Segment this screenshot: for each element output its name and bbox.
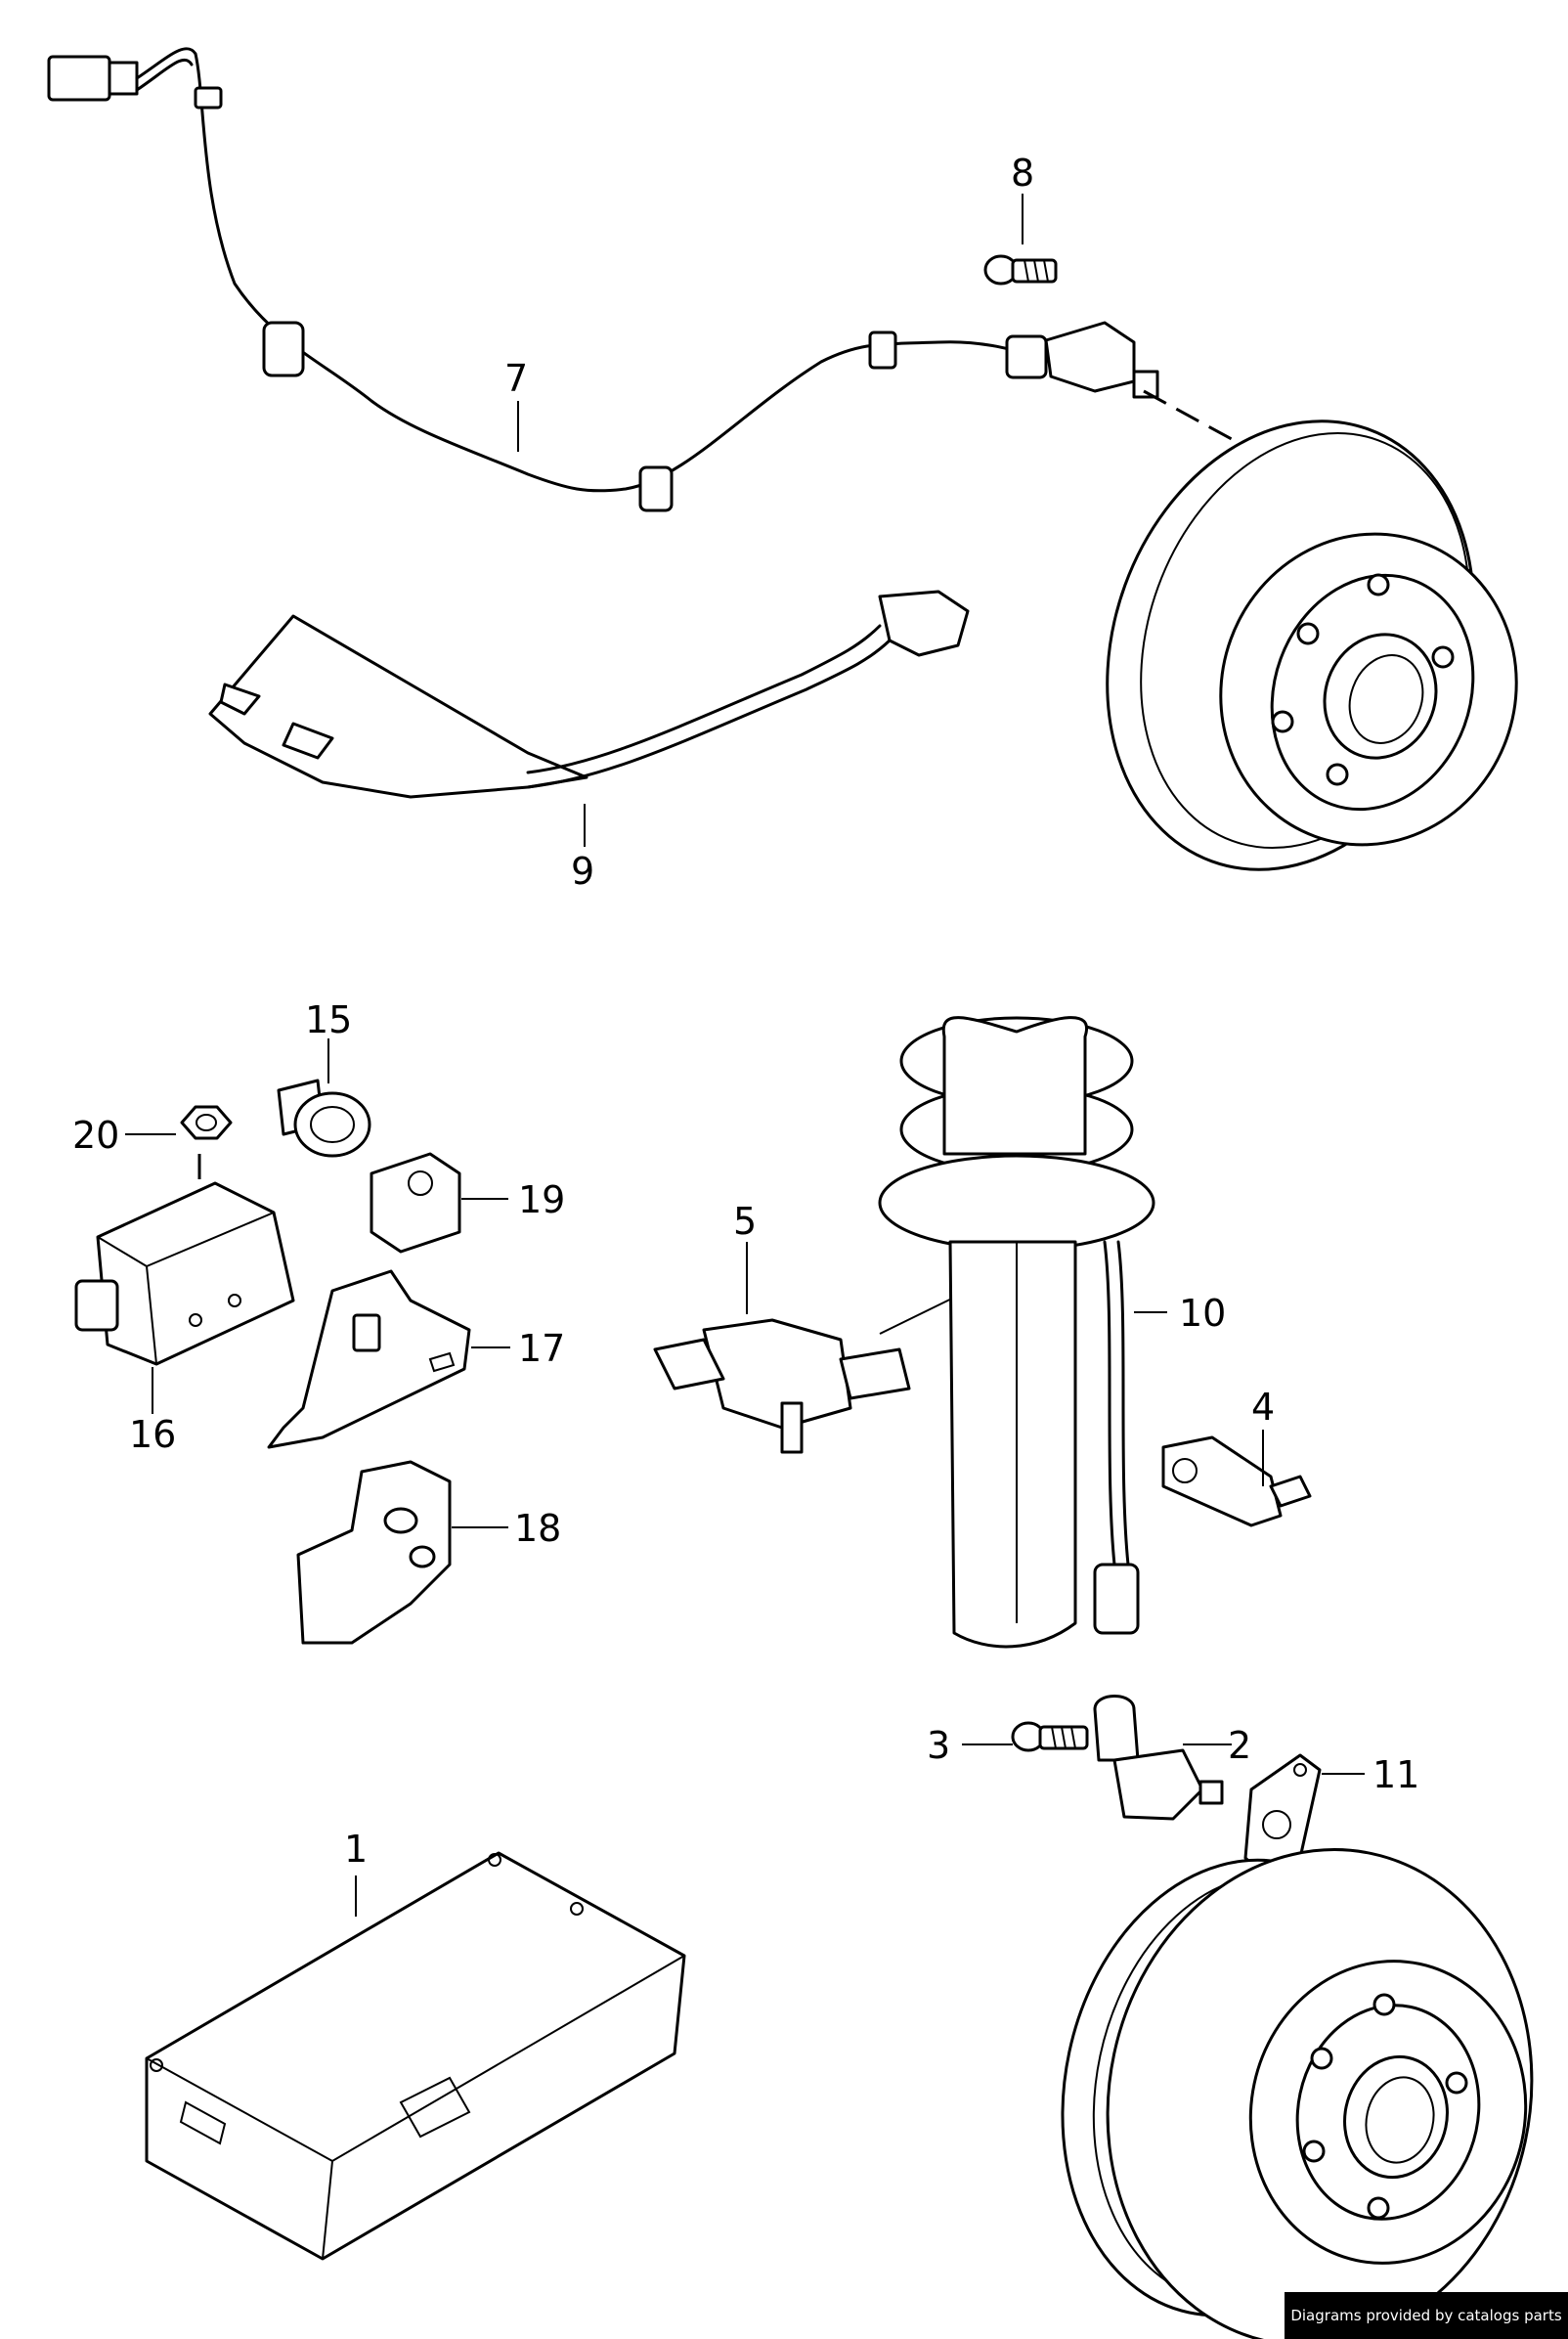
callout-8: 8 — [1011, 152, 1034, 195]
callout-11: 11 — [1372, 1753, 1419, 1796]
part-4-bracket — [1161, 1435, 1312, 1527]
callout-9: 9 — [571, 850, 594, 893]
part-15-clip — [277, 1079, 371, 1158]
part-17-bracket — [267, 1269, 471, 1449]
callout-15: 15 — [305, 998, 352, 1041]
callout-5: 5 — [733, 1200, 757, 1243]
part-8-bolt — [983, 254, 1058, 286]
credit-banner: Diagrams provided by catalogs parts — [1285, 2292, 1568, 2339]
lower-brake-disc — [1061, 1848, 1534, 2339]
callout-17: 17 — [518, 1327, 565, 1370]
callout-16: 16 — [129, 1413, 176, 1456]
part-1-control-module — [145, 1851, 686, 2261]
part-20-nut — [180, 1105, 233, 1140]
part-3-bolt — [1011, 1721, 1089, 1752]
callout-10: 10 — [1179, 1292, 1226, 1335]
callout-20: 20 — [72, 1114, 119, 1157]
part-2-speed-sensor — [1093, 1695, 1224, 1821]
callout-3: 3 — [927, 1724, 950, 1767]
callout-2: 2 — [1228, 1724, 1251, 1767]
part-10-strut-cable — [878, 1016, 1155, 1649]
callout-7: 7 — [504, 357, 528, 400]
part-16-control-unit — [74, 1181, 295, 1366]
part-19-clip — [370, 1152, 461, 1254]
part-18-bracket — [296, 1460, 452, 1645]
callout-4: 4 — [1251, 1386, 1275, 1429]
callout-1: 1 — [344, 1828, 368, 1871]
callout-18: 18 — [514, 1507, 561, 1550]
upper-brake-disc — [1106, 419, 1518, 871]
part-5-strut-bracket — [653, 1318, 911, 1454]
callout-19: 19 — [518, 1178, 565, 1221]
part-7-sensor-cable — [47, 47, 1159, 512]
part-9-cable-bracket — [208, 590, 970, 799]
